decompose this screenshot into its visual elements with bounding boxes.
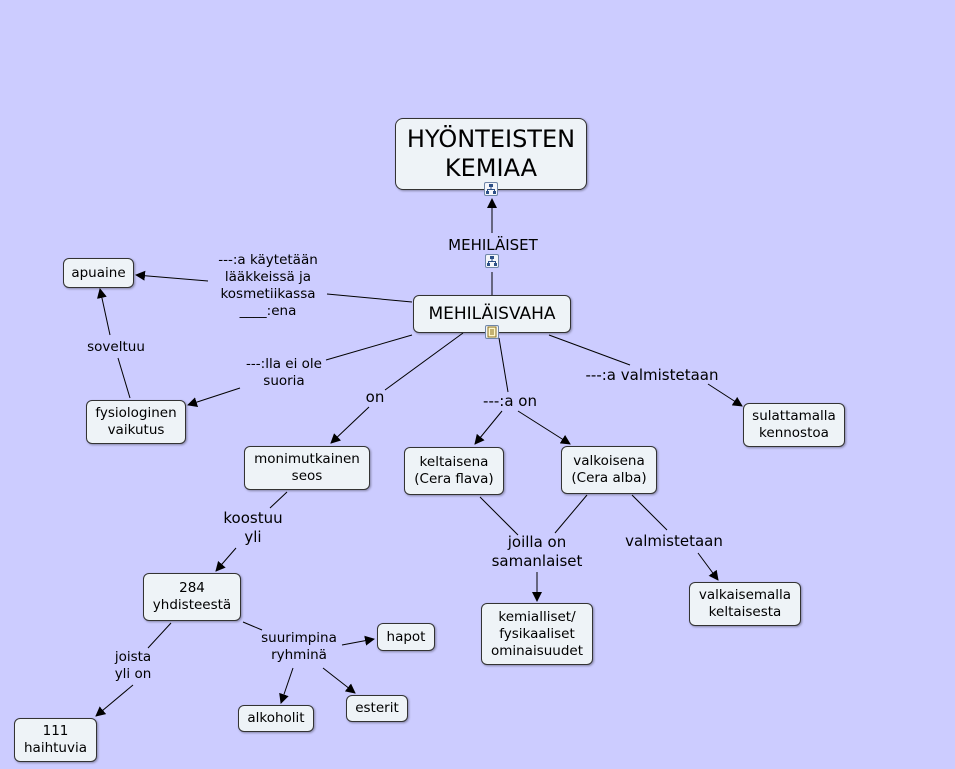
link-line: [242, 621, 263, 631]
link-line: [187, 387, 241, 407]
link-line: [697, 552, 719, 581]
concept-apuaine[interactable]: apuaine: [63, 258, 134, 288]
link-line: [479, 496, 519, 536]
concept-title[interactable]: HYÖNTEISTEN KEMIAA: [395, 118, 587, 190]
link-label-joista: joista yli on: [114, 649, 152, 682]
link-line: [554, 494, 588, 534]
concept-sulattamalla-kennostoa[interactable]: sulattamalla kennostoa: [743, 403, 845, 447]
link-line: [117, 357, 131, 399]
link-line: [474, 410, 503, 445]
concept-esterit[interactable]: esterit: [346, 695, 408, 722]
concept-fysiologinen-vaikutus[interactable]: fysiologinen vaikutus: [86, 400, 186, 444]
link-line: [322, 667, 356, 694]
link-line: [707, 383, 743, 407]
link-line: [341, 635, 375, 646]
link-label-mehilaiset: MEHILÄISET: [448, 236, 538, 254]
concept-hapot[interactable]: hapot: [377, 623, 435, 651]
concept-kemialliset-ominaisuudet[interactable]: kemialliset/ fysikaaliset ominaisuudet: [481, 603, 593, 665]
submap-icon[interactable]: [484, 182, 498, 196]
link-label-koostuu: koostuu yli: [223, 509, 283, 546]
link-line: [330, 406, 370, 444]
concept-keltaisena[interactable]: keltaisena (Cera flava): [404, 447, 504, 495]
concept-284-yhdisteesta[interactable]: 284 yhdisteestä: [143, 573, 241, 621]
link-line: [517, 410, 571, 445]
link-line: [498, 337, 509, 393]
link-label-on: on: [365, 388, 385, 406]
concept-alkoholit[interactable]: alkoholit: [238, 705, 314, 732]
link-line: [97, 288, 111, 336]
link-line: [631, 494, 668, 531]
concept-mehilaisvaha[interactable]: MEHILÄISVAHA: [413, 295, 571, 333]
link-line: [326, 293, 413, 303]
note-icon[interactable]: [485, 325, 499, 339]
link-label-kaytetaan: ---:a käytetään lääkkeissä ja kosmetiika…: [218, 252, 318, 319]
link-line: [215, 547, 237, 572]
link-line: [147, 622, 172, 649]
concept-111-haihtuvia[interactable]: 111 haihtuvia: [14, 718, 97, 762]
link-label-a-on: ---:a on: [483, 392, 537, 410]
link-line: [279, 667, 294, 704]
link-label-valmistetaan: ---:a valmistetaan: [585, 366, 719, 384]
concept-valkoisena[interactable]: valkoisena (Cera alba): [561, 446, 657, 494]
link-line: [135, 270, 209, 282]
link-line: [384, 332, 464, 391]
submap-icon[interactable]: [485, 254, 499, 268]
concept-valkaisemalla-keltaisesta[interactable]: valkaisemalla keltaisesta: [689, 582, 801, 626]
link-label-ei-ole: ---:lla ei ole suoria: [246, 356, 322, 389]
link-label-soveltuu: soveltuu: [87, 339, 145, 355]
link-line: [269, 491, 288, 509]
link-label-joilla: joilla on samanlaiset: [491, 533, 583, 570]
link-line: [95, 684, 134, 717]
link-line: [325, 334, 413, 361]
link-label-suurimpina: suurimpina ryhminä: [261, 630, 337, 663]
concept-monimutkainen-seos[interactable]: monimutkainen seos: [244, 446, 370, 490]
link-label-valmistetaan-2: valmistetaan: [625, 532, 723, 550]
link-line: [548, 334, 631, 366]
